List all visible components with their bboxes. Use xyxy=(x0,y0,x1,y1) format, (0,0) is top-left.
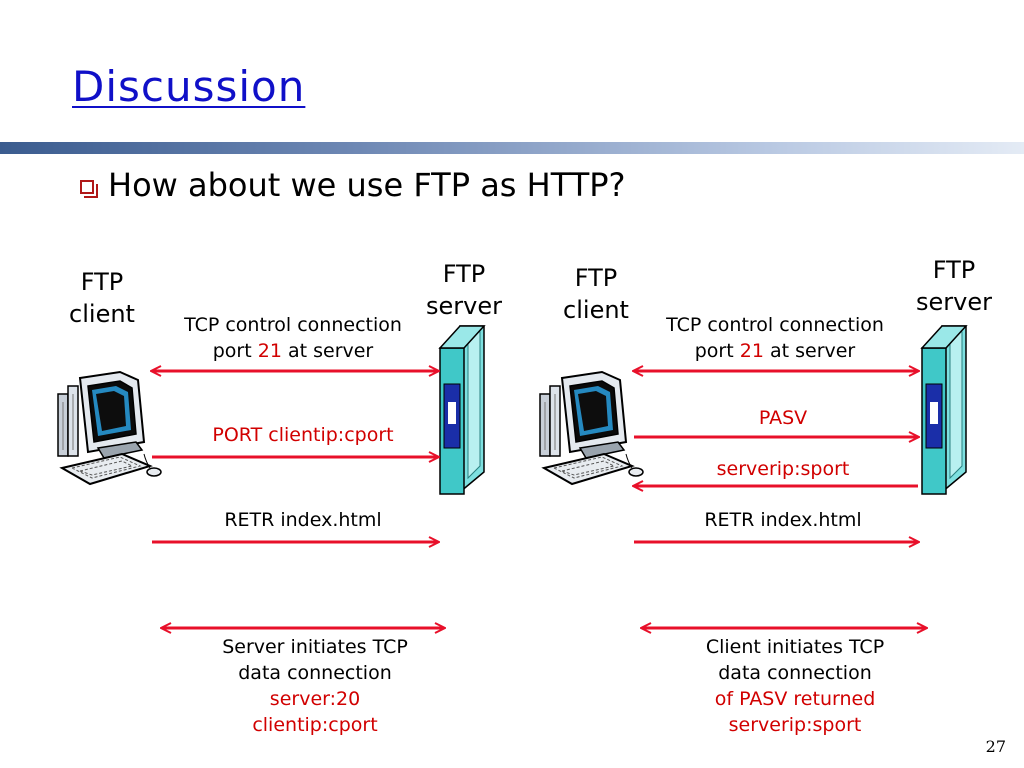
right-pasv-label: PASV xyxy=(758,407,808,429)
left-client-label: FTP client xyxy=(69,268,135,328)
right-control-connection-label: TCP control connection port 21 at server xyxy=(666,314,884,362)
left-server-label: FTP server xyxy=(426,260,502,320)
right-data-connection-label: Client initiates TCP data connection of … xyxy=(705,636,885,736)
right-pasv-reply-label: serverip:sport xyxy=(716,458,850,480)
header-rule xyxy=(0,142,1024,154)
checkbox-bullet-icon xyxy=(80,180,98,198)
page-number: 27 xyxy=(985,737,1006,756)
left-port-command-label: PORT clientip:cport xyxy=(212,424,394,446)
left-server-icon xyxy=(439,325,485,495)
right-server-icon xyxy=(921,325,967,495)
right-retr-label: RETR index.html xyxy=(704,509,862,531)
bullet-point: How about we use FTP as HTTP? xyxy=(80,166,626,204)
right-client-label: FTP client xyxy=(563,264,629,324)
left-client-computer-icon xyxy=(57,371,162,485)
left-data-connection-label: Server initiates TCP data connection ser… xyxy=(222,636,408,736)
left-control-connection-label: TCP control connection port 21 at server xyxy=(184,314,402,362)
right-server-label: FTP server xyxy=(916,256,992,316)
right-client-computer-icon xyxy=(539,371,644,485)
left-retr-label: RETR index.html xyxy=(224,509,382,531)
slide-title: Discussion xyxy=(72,62,306,111)
bullet-text: How about we use FTP as HTTP? xyxy=(108,166,626,204)
